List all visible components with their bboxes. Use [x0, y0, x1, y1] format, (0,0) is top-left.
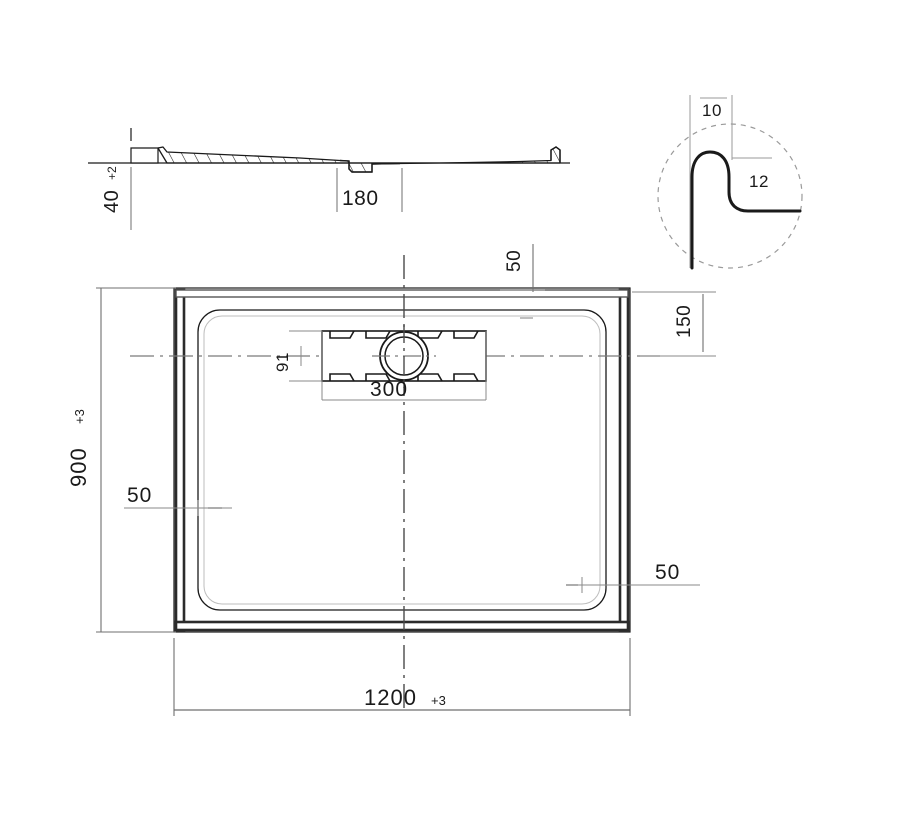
grate-slot-bottom-2: [365, 373, 391, 382]
detail-top-value: 10: [702, 101, 722, 120]
top-edge-value: 50: [504, 250, 525, 272]
grate-slot-bottom-1: [329, 373, 355, 382]
overall-height-tolerance: +3: [72, 409, 87, 424]
tray-right-edge-band: [618, 288, 630, 632]
detail-right-value: 12: [749, 172, 769, 191]
section-height-value: 40: [101, 190, 123, 213]
grate-slot-top-2: [365, 330, 391, 339]
grate-slot-bottom-4: [453, 373, 479, 382]
left-edge-value: 50: [127, 484, 152, 507]
plan-view-group: 91 300 50 150 50 50 900 +3: [66, 244, 716, 716]
grate-height-value: 91: [273, 352, 292, 372]
overall-width-tolerance: +3: [431, 693, 446, 708]
tray-basin-inner-outline: [203, 315, 601, 605]
grate-slot-bottom-3: [417, 373, 443, 382]
section-right-lip: [550, 146, 561, 163]
drain-grate-group: [321, 325, 487, 388]
tray-left-edge-band: [174, 288, 186, 632]
grate-slot-top-3: [417, 330, 443, 339]
section-drain-width-value: 180: [342, 187, 379, 210]
section-tray-body-hatched: [157, 146, 561, 173]
grate-width-value: 300: [370, 378, 408, 401]
drain-offset-top-value: 150: [674, 305, 695, 338]
grate-slot-top-4: [453, 330, 479, 339]
right-edge-value: 50: [655, 561, 680, 584]
section-drain-recess: [339, 159, 401, 173]
tray-basin-outline: [197, 309, 607, 611]
tray-top-edge-band: [175, 289, 629, 298]
overall-height-value: 900: [66, 447, 91, 487]
section-view-group: 40 +2 180: [88, 128, 570, 230]
section-left-block: [130, 147, 159, 164]
detail-circle-boundary: [657, 123, 803, 269]
detail-edge-profile: [690, 150, 802, 270]
tray-bottom-edge-band: [174, 620, 630, 632]
section-height-tolerance: +2: [105, 166, 119, 180]
detail-view-group: 10 12: [657, 95, 803, 270]
overall-width-value: 1200: [364, 685, 417, 710]
grate-slot-top-1: [329, 330, 355, 339]
